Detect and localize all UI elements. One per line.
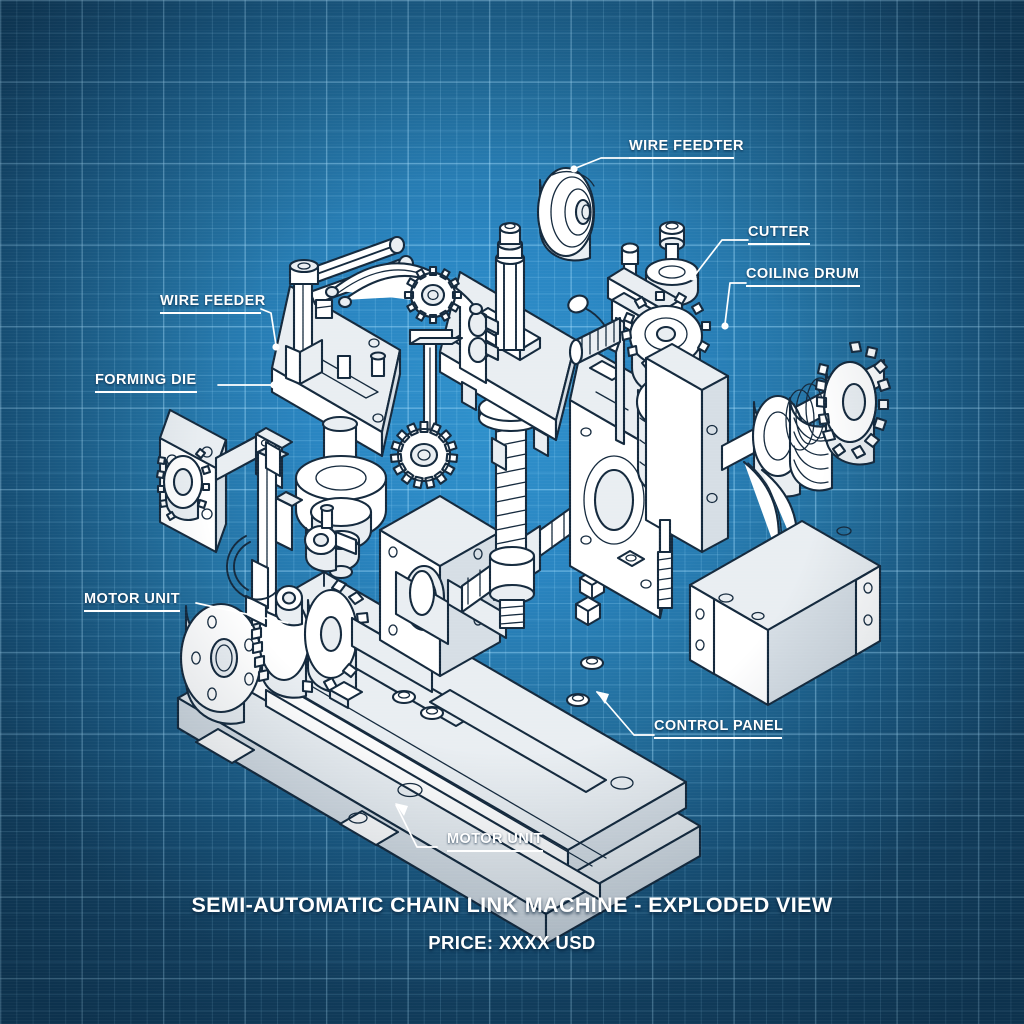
callout-label-cutter: CUTTER	[748, 224, 810, 245]
deck-small-parts	[328, 549, 646, 710]
coiling-drum-gear	[620, 290, 730, 610]
valve-elbow	[303, 503, 358, 573]
title-block: SEMI-AUTOMATIC CHAIN LINK MACHINE - EXPL…	[0, 893, 1024, 954]
motor-gearbox	[250, 578, 434, 699]
wire-spool-pulley	[536, 166, 596, 262]
callout-label-control-panel: CONTROL PANEL	[654, 718, 783, 739]
callout-label-forming-die: FORMING DIE	[95, 372, 197, 393]
callout-label-coiling-drum: COILING DRUM	[746, 266, 860, 287]
callout-label-motor-unit-left: MOTOR UNIT	[84, 591, 180, 612]
coupling-sleeve	[568, 316, 622, 366]
drawing-title: SEMI-AUTOMATIC CHAIN LINK MACHINE - EXPL…	[191, 893, 833, 917]
control-panel-box	[688, 519, 882, 707]
callout-label-wire-feedter: WIRE FEEDTER	[629, 138, 744, 159]
drawing-price: PRICE: XXXX USD	[428, 932, 596, 953]
left-column	[226, 440, 304, 628]
callout-label-motor-unit-bottom: MOTOR UNIT	[447, 831, 543, 852]
coil-drum-assembly	[720, 340, 892, 498]
callout-label-wire-feeder: WIRE FEEDER	[160, 293, 265, 314]
spur-gear-floating	[389, 420, 459, 490]
